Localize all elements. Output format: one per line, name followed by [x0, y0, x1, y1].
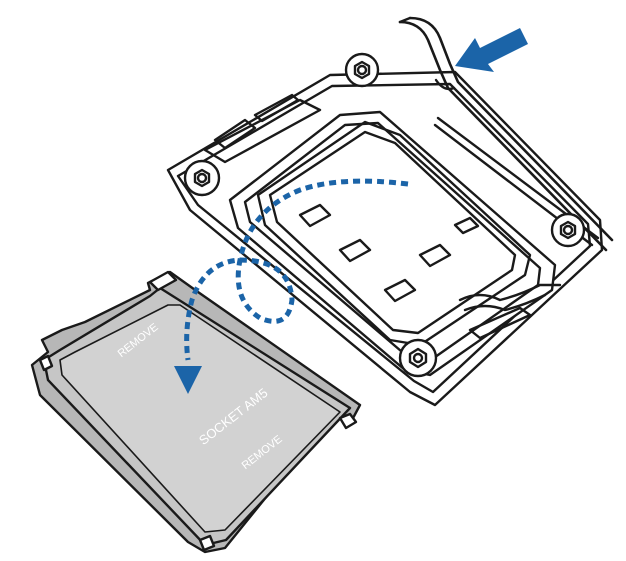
screw-icon	[398, 338, 438, 378]
lever-icon	[398, 16, 614, 252]
socket-load-frame	[166, 70, 604, 407]
screw-icon	[183, 159, 221, 197]
socket-cover-plate	[30, 270, 362, 554]
push-arrow-icon	[455, 28, 528, 72]
screw-icon	[550, 212, 586, 248]
screw-icon	[344, 52, 380, 88]
curved-dotted-arrow-icon	[174, 178, 409, 394]
